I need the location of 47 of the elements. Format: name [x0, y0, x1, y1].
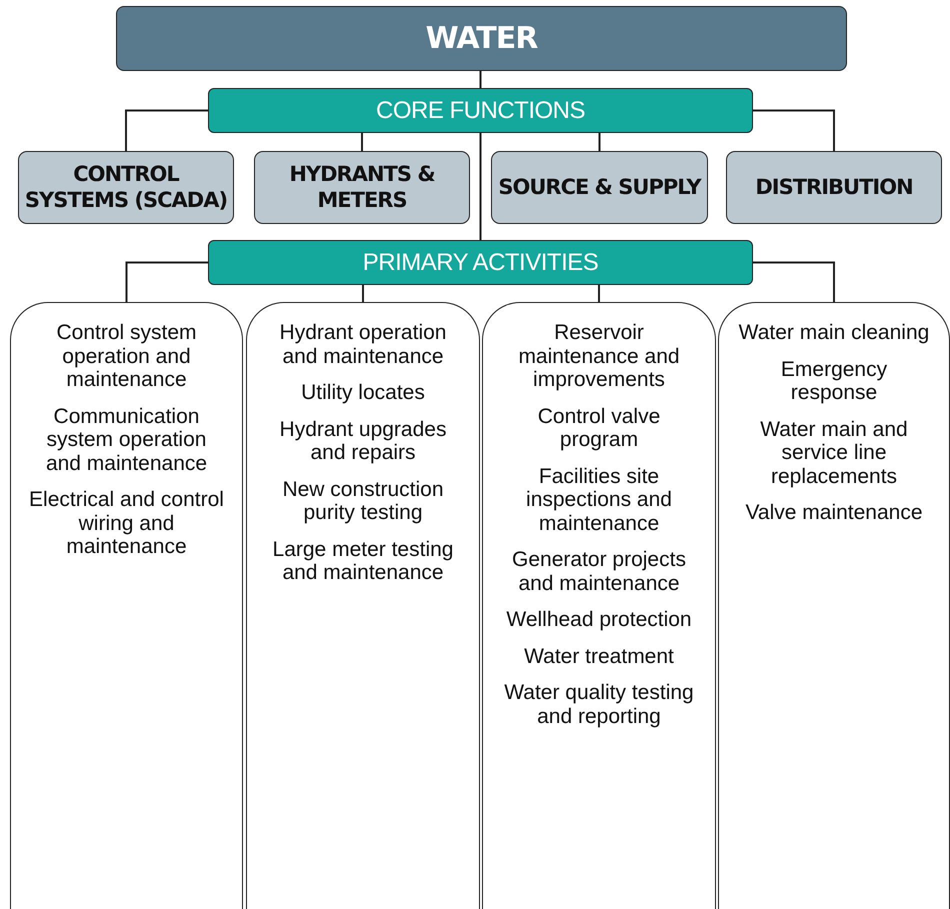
- connector-line: [753, 110, 835, 151]
- heading-text: CORE FUNCTIONS: [376, 96, 585, 124]
- connector-line: [598, 133, 600, 151]
- section-band: [208, 240, 753, 285]
- activity-text: Water main cleaning: [738, 321, 930, 345]
- activity-text: New construction purity testing: [281, 478, 445, 525]
- activity-text: Water main and service line replacements: [759, 418, 909, 488]
- activity-column: [246, 302, 480, 909]
- heading-text: DISTRIBUTION: [755, 174, 913, 200]
- connector-line: [753, 262, 835, 302]
- heading-text: CONTROL SYSTEMS (SCADA): [24, 162, 228, 213]
- activity-text: Facilities site inspections and maintenance: [525, 464, 673, 536]
- connector-line: [598, 285, 600, 302]
- activity-text: Valve maintenance: [745, 501, 923, 525]
- connector-line: [361, 133, 363, 151]
- function-box: [491, 151, 708, 224]
- activity-text: Hydrant upgrades and repairs: [278, 418, 448, 465]
- function-box: [726, 151, 942, 224]
- heading-text: PRIMARY ACTIVITIES: [362, 248, 598, 276]
- connector-line: [125, 110, 208, 151]
- section-band: [208, 88, 753, 133]
- activity-text: Water treatment: [524, 644, 674, 668]
- activity-text: Generator projects and maintenance: [511, 548, 687, 596]
- connector-line: [480, 71, 482, 88]
- activity-text: Wellhead protection: [506, 608, 692, 632]
- activity-text: Emergency response: [780, 358, 888, 405]
- connector-line: [362, 285, 364, 302]
- activity-text: Utility locates: [301, 381, 425, 405]
- connector-line: [126, 262, 208, 302]
- activity-text: Water quality testing and reporting: [503, 681, 695, 728]
- activity-text: Large meter testing and maintenance: [272, 538, 454, 585]
- title-box: [116, 6, 847, 71]
- heading-text: HYDRANTS & METERS: [288, 162, 436, 213]
- activity-text: Control system operation and maintenance: [55, 321, 198, 392]
- heading-text: SOURCE & SUPPLY: [498, 174, 701, 200]
- activity-column: [10, 302, 243, 909]
- activity-column: [482, 302, 716, 909]
- activity-text: Control valve program: [536, 404, 662, 452]
- activity-text: Electrical and control wiring and maintenance: [28, 488, 225, 559]
- heading-text: WATER: [426, 21, 538, 56]
- activity-text: Reservoir maintenance and improvements: [517, 321, 681, 392]
- activity-column: [718, 302, 950, 909]
- connector-line: [480, 133, 482, 240]
- activity-text: Communication system operation and maintenance: [44, 404, 208, 476]
- function-box: [254, 151, 470, 224]
- activity-text: Hydrant operation and maintenance: [278, 321, 448, 368]
- function-box: [18, 151, 234, 224]
